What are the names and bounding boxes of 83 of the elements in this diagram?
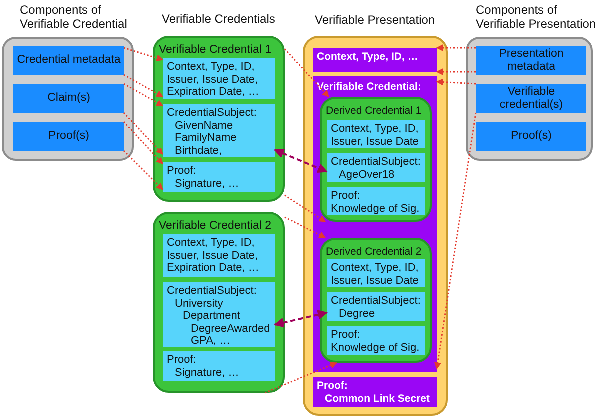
field-box <box>327 292 425 321</box>
arrow <box>436 78 476 86</box>
field-text: Claim(s) <box>48 92 90 105</box>
arrow <box>124 150 164 190</box>
field-text: University <box>175 298 224 310</box>
field-text: Degree <box>339 308 376 320</box>
credential-card <box>320 97 432 222</box>
arrow <box>274 148 328 173</box>
arrow <box>123 122 164 165</box>
field-text: Common Link Secret <box>325 392 432 405</box>
field-text: DegreeAwarded <box>191 322 272 335</box>
credential-card <box>320 238 432 363</box>
card-heading: Derived Credential 1 <box>326 104 423 118</box>
field-text: GivenName <box>175 120 234 132</box>
arrow <box>284 48 330 98</box>
field-text: Proof: <box>167 354 198 366</box>
field-text: Context, Type, ID, Issuer, Issue Date, Expiration Date, … <box>167 61 260 98</box>
field-box <box>327 326 425 355</box>
column-heading: Verifiable Credentials <box>162 12 276 26</box>
field-text: Knowledge of Sig. <box>331 342 421 354</box>
credential-card <box>153 212 285 393</box>
field-box <box>163 351 275 381</box>
arrow <box>124 112 164 155</box>
field-text: Context, Type, ID, Issuer, Issue Date, Expiration Date, … <box>167 237 260 274</box>
field-box <box>327 259 425 287</box>
field-text: Birthdate, <box>175 144 224 157</box>
component-box <box>476 46 586 75</box>
field-box <box>163 58 275 99</box>
field-text: FamilyName <box>175 132 238 144</box>
field-text: Proof: <box>331 329 362 342</box>
field-text: CredentialSubject: <box>331 295 422 308</box>
card-heading: Verifiable Credential 2 <box>159 219 273 233</box>
column-heading: Components of Verifiable Credential <box>20 3 128 31</box>
component-box <box>476 122 586 151</box>
presentation-field <box>313 76 437 372</box>
field-text: Proof: <box>317 380 349 392</box>
card-heading: Derived Credential 2 <box>326 245 423 259</box>
arrow <box>284 216 326 239</box>
arrow <box>436 68 476 76</box>
field-text: Proof: <box>167 165 198 178</box>
field-text: Department <box>183 310 242 322</box>
column-heading: Components of Verifiable Presentation <box>476 3 596 31</box>
field-text: GPA, … <box>191 335 232 348</box>
arrow <box>436 44 476 52</box>
field-text: AgeOver18 <box>339 168 396 181</box>
component-box <box>13 122 124 151</box>
field-text: Context, Type, ID, Issuer, Issue Date <box>331 123 420 148</box>
field-text: Proof: <box>331 190 362 202</box>
field-text: CredentialSubject: <box>167 107 258 120</box>
field-text: Context, Type, ID, Issuer, Issue Date <box>331 262 420 287</box>
component-box <box>13 84 124 113</box>
presentation-field <box>313 48 437 72</box>
field-text: Verifiable credential(s) <box>498 86 564 111</box>
card-heading: Verifiable Credential: <box>317 81 422 94</box>
field-text: CredentialSubject: <box>167 285 258 298</box>
arrow <box>124 74 164 98</box>
field-text: CredentialSubject: <box>331 156 422 168</box>
field-box <box>163 104 275 157</box>
field-box <box>327 120 425 148</box>
column-heading: Verifiable Presentation <box>315 13 436 27</box>
field-box <box>327 153 425 182</box>
field-box <box>327 187 425 215</box>
field-text: Knowledge of Sig. <box>331 202 421 215</box>
field-text: Proof(s) <box>511 130 552 143</box>
arrow <box>284 194 326 223</box>
arrow <box>124 83 164 107</box>
field-box <box>163 234 275 277</box>
field-text: Credential metadata <box>17 54 121 67</box>
credential-card <box>153 36 285 202</box>
card-heading: Verifiable Credential 1 <box>159 43 273 57</box>
arrow <box>274 310 328 328</box>
field-text: Signature, … <box>175 178 240 190</box>
arrow <box>434 112 477 370</box>
arrow <box>264 362 338 394</box>
field-text: Context, Type, ID, … <box>317 51 420 64</box>
field-box <box>163 282 275 347</box>
field-text: Presentation metadata <box>498 48 565 73</box>
component-box <box>476 84 586 113</box>
field-box <box>163 162 275 192</box>
component-box <box>13 46 124 75</box>
field-text: Signature, … <box>175 366 240 379</box>
field-text: Proof(s) <box>48 130 90 143</box>
presentation-field <box>313 377 437 407</box>
